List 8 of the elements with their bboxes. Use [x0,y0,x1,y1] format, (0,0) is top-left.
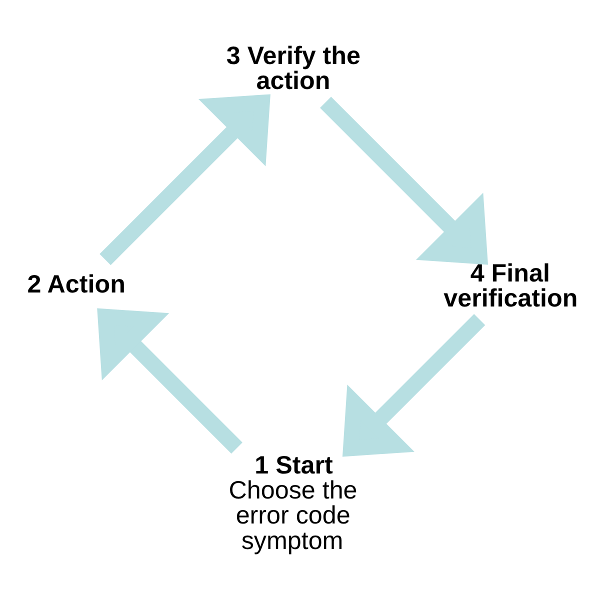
arrow [320,96,488,265]
node-text: 3 Verify the action [226,42,360,96]
arrow [100,94,270,266]
arrow [342,314,486,457]
arrow [97,308,242,454]
node-text: 1 Start Choose the error code symptom [228,451,358,555]
node-text: 2 Action [27,270,126,298]
node-text: 4 Final verification [444,259,578,312]
